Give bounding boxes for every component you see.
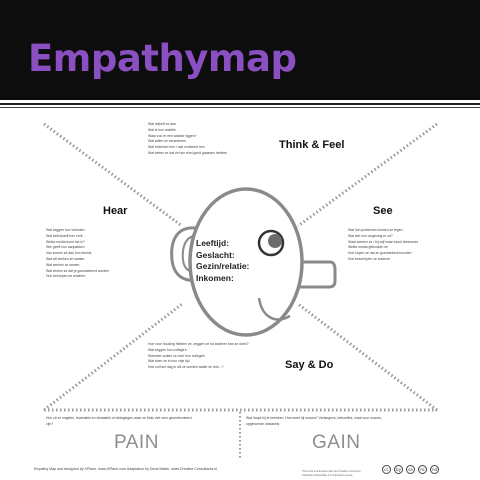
no-derivatives-icon: nd <box>430 465 439 474</box>
question-line: Wat drijveft ze aan. <box>148 122 177 126</box>
field-age: Leeftijd: <box>196 238 230 248</box>
see-questions: Wat hun problemen komen ze tegen Wat zie… <box>348 228 436 263</box>
question-line: Wat zeggen hun vrienden. <box>46 228 86 232</box>
question-line: Wat is hun ambitie <box>148 127 176 132</box>
attribution-icon: by <box>394 465 403 474</box>
question-line: Wat willen ze veranderen <box>148 139 186 144</box>
non-commercial-icon: nc <box>418 465 427 474</box>
question-line: Hoe beschrijven ze anderen <box>348 256 391 261</box>
question-line: Wat beïnvloedt hen echt. <box>46 233 84 238</box>
hear-questions: Wat zeggen hun vrienden. Wat beïnvloedt … <box>46 228 134 280</box>
question-line: Hoe kopen ze dat ze goeuwebend worden <box>348 251 412 256</box>
diagonal-bottom-right <box>297 302 438 412</box>
persona-fields: Leeftijd: Geslacht: Gezin/relatie: Inkom… <box>196 238 249 284</box>
see-label: See <box>373 205 393 217</box>
mouth-shape <box>257 297 291 321</box>
question-line: Wat wil werken ze samen. <box>46 256 86 261</box>
question-line: Wat zeggen hun collega's <box>148 347 187 352</box>
say-do-label: Say & Do <box>285 359 334 371</box>
question-line: Wat hun problemen komen ze tegen <box>348 228 403 232</box>
question-line: Welke media gebruiken ze <box>348 245 388 250</box>
question-line: Waar zou er een wakker liggen? <box>148 133 197 138</box>
question-line: Hoe vul hun dag in wil ze worden waller … <box>148 365 224 370</box>
question-line: Van komen ze aan hun kennis <box>46 251 92 256</box>
field-family: Gezin/relatie: <box>196 261 250 271</box>
credit-line: Empathy Map and designed by XPlane. www.… <box>34 467 217 471</box>
gain-label: GAIN <box>312 432 361 453</box>
gain-description: Wat hoopt hij te bereiken. Hoe meet hij … <box>246 416 382 426</box>
question-line: Hoe voor houding hebben ze, zeggen ze to… <box>148 342 249 346</box>
think-feel-label: Think & Feel <box>279 139 345 151</box>
pain-label: PAIN <box>114 432 159 453</box>
question-line: Wat vinden ze dat je goeuwebend worden <box>46 268 110 273</box>
diagonal-top-right <box>297 122 438 228</box>
cc-license-icons: cc by sa nc nd <box>382 465 439 474</box>
question-line: Wat frustreert hen / wat motiveert hen <box>148 145 205 150</box>
question-line: Wanneer praten ze over hun collega's <box>148 353 205 358</box>
page-title: Empathymap <box>28 37 297 80</box>
field-gender: Geslacht: <box>196 249 235 260</box>
field-income: Inkomen: <box>196 272 234 283</box>
say-do-questions: Hoe voor houding hebben ze, zeggen ze to… <box>148 342 268 371</box>
question-line: Wat ziet hun omgeving er uit? <box>348 233 393 238</box>
question-line: Wat doen ze in hun vrije tijd <box>148 359 190 364</box>
question-line: Hun beroepen ze anderen <box>46 274 86 279</box>
header-divider-thin <box>0 107 480 108</box>
hear-label: Hear <box>103 205 128 217</box>
question-line: Wat weten ze dat ze hun eind goed gaasse… <box>148 150 228 155</box>
question-line: Wat werken ze samen <box>46 262 80 267</box>
question-line: Wie geeft hun aanpakken <box>46 245 85 250</box>
diagonal-bottom-left <box>43 302 183 412</box>
header-divider <box>0 103 480 105</box>
question-line: Welke media komt het in? <box>46 239 85 244</box>
license-note: This work is licensed under the Creative… <box>302 470 361 477</box>
question-line: Waar werken ze / bij wijf waar touch lee… <box>348 239 419 244</box>
share-alike-icon: sa <box>406 465 415 474</box>
header-bar <box>0 0 480 100</box>
cc-icon: cc <box>382 465 391 474</box>
nose-shape <box>296 260 337 289</box>
think-feel-questions: Wat drijveft ze aan. Wat is hun ambitie … <box>148 122 260 157</box>
pain-description: Hun zit ze engelen, frustraties en obsta… <box>46 416 192 426</box>
head-circle <box>188 187 304 337</box>
diagonal-top-left <box>43 122 183 228</box>
eye-pupil <box>268 234 282 248</box>
